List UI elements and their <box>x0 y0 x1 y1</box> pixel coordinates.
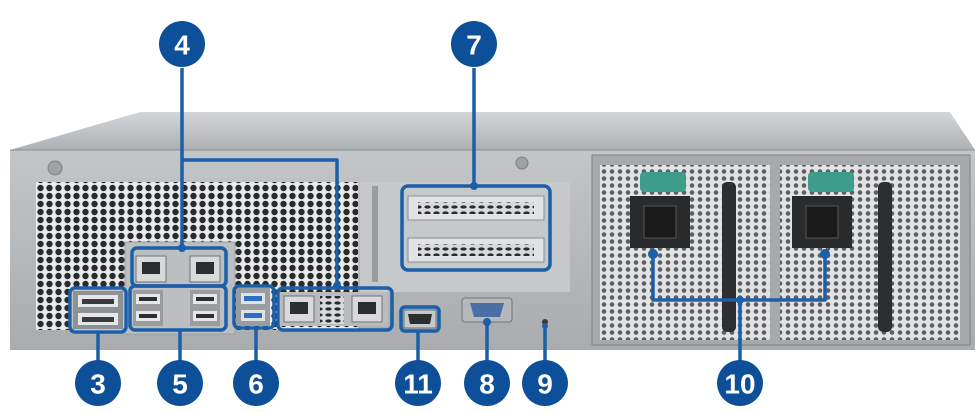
callout-4: 4 <box>159 21 205 67</box>
callout-6: 6 <box>233 360 279 406</box>
callout-11: 11 <box>395 360 441 406</box>
callout-3: 3 <box>75 360 121 406</box>
callout-3-label: 3 <box>90 369 106 400</box>
highlight-box-6 <box>232 284 276 330</box>
callout-6-label: 6 <box>248 369 264 400</box>
power-supply-units <box>591 154 971 346</box>
callout-8: 8 <box>464 360 510 406</box>
chassis-top <box>10 112 975 150</box>
callout-10: 10 <box>717 360 763 406</box>
callout-8-label: 8 <box>479 369 495 400</box>
callout-4-label: 4 <box>174 30 190 61</box>
usb-ports-left <box>71 289 125 331</box>
callout-9-label: 9 <box>537 369 553 400</box>
hdmi-port <box>403 309 437 329</box>
highlight-box-5 <box>128 284 228 332</box>
pcie-divider <box>372 186 378 282</box>
lan-ports-expansion <box>135 255 221 283</box>
callout-9: 9 <box>522 360 568 406</box>
callout-11-label: 11 <box>403 369 433 400</box>
vga-port <box>461 297 513 323</box>
usb-ports-center <box>133 290 220 326</box>
leader-dots <box>178 182 830 329</box>
callout-7: 7 <box>451 21 497 67</box>
psu1-latch <box>640 172 686 192</box>
highlight-box-11 <box>399 305 441 333</box>
callout-7-label: 7 <box>466 30 482 61</box>
usb3-ports <box>236 288 270 326</box>
pcie-slots <box>407 195 545 263</box>
callout-5-label: 5 <box>172 369 188 400</box>
lan-ports-main <box>280 292 388 326</box>
callout-10-label: 10 <box>724 369 755 400</box>
psu2-latch <box>808 172 854 192</box>
chassis-screw-mid <box>515 156 529 170</box>
chassis-screw-left <box>47 160 63 176</box>
psu1-handle <box>722 182 736 332</box>
psu2-handle <box>878 182 892 332</box>
callout-5: 5 <box>157 360 203 406</box>
